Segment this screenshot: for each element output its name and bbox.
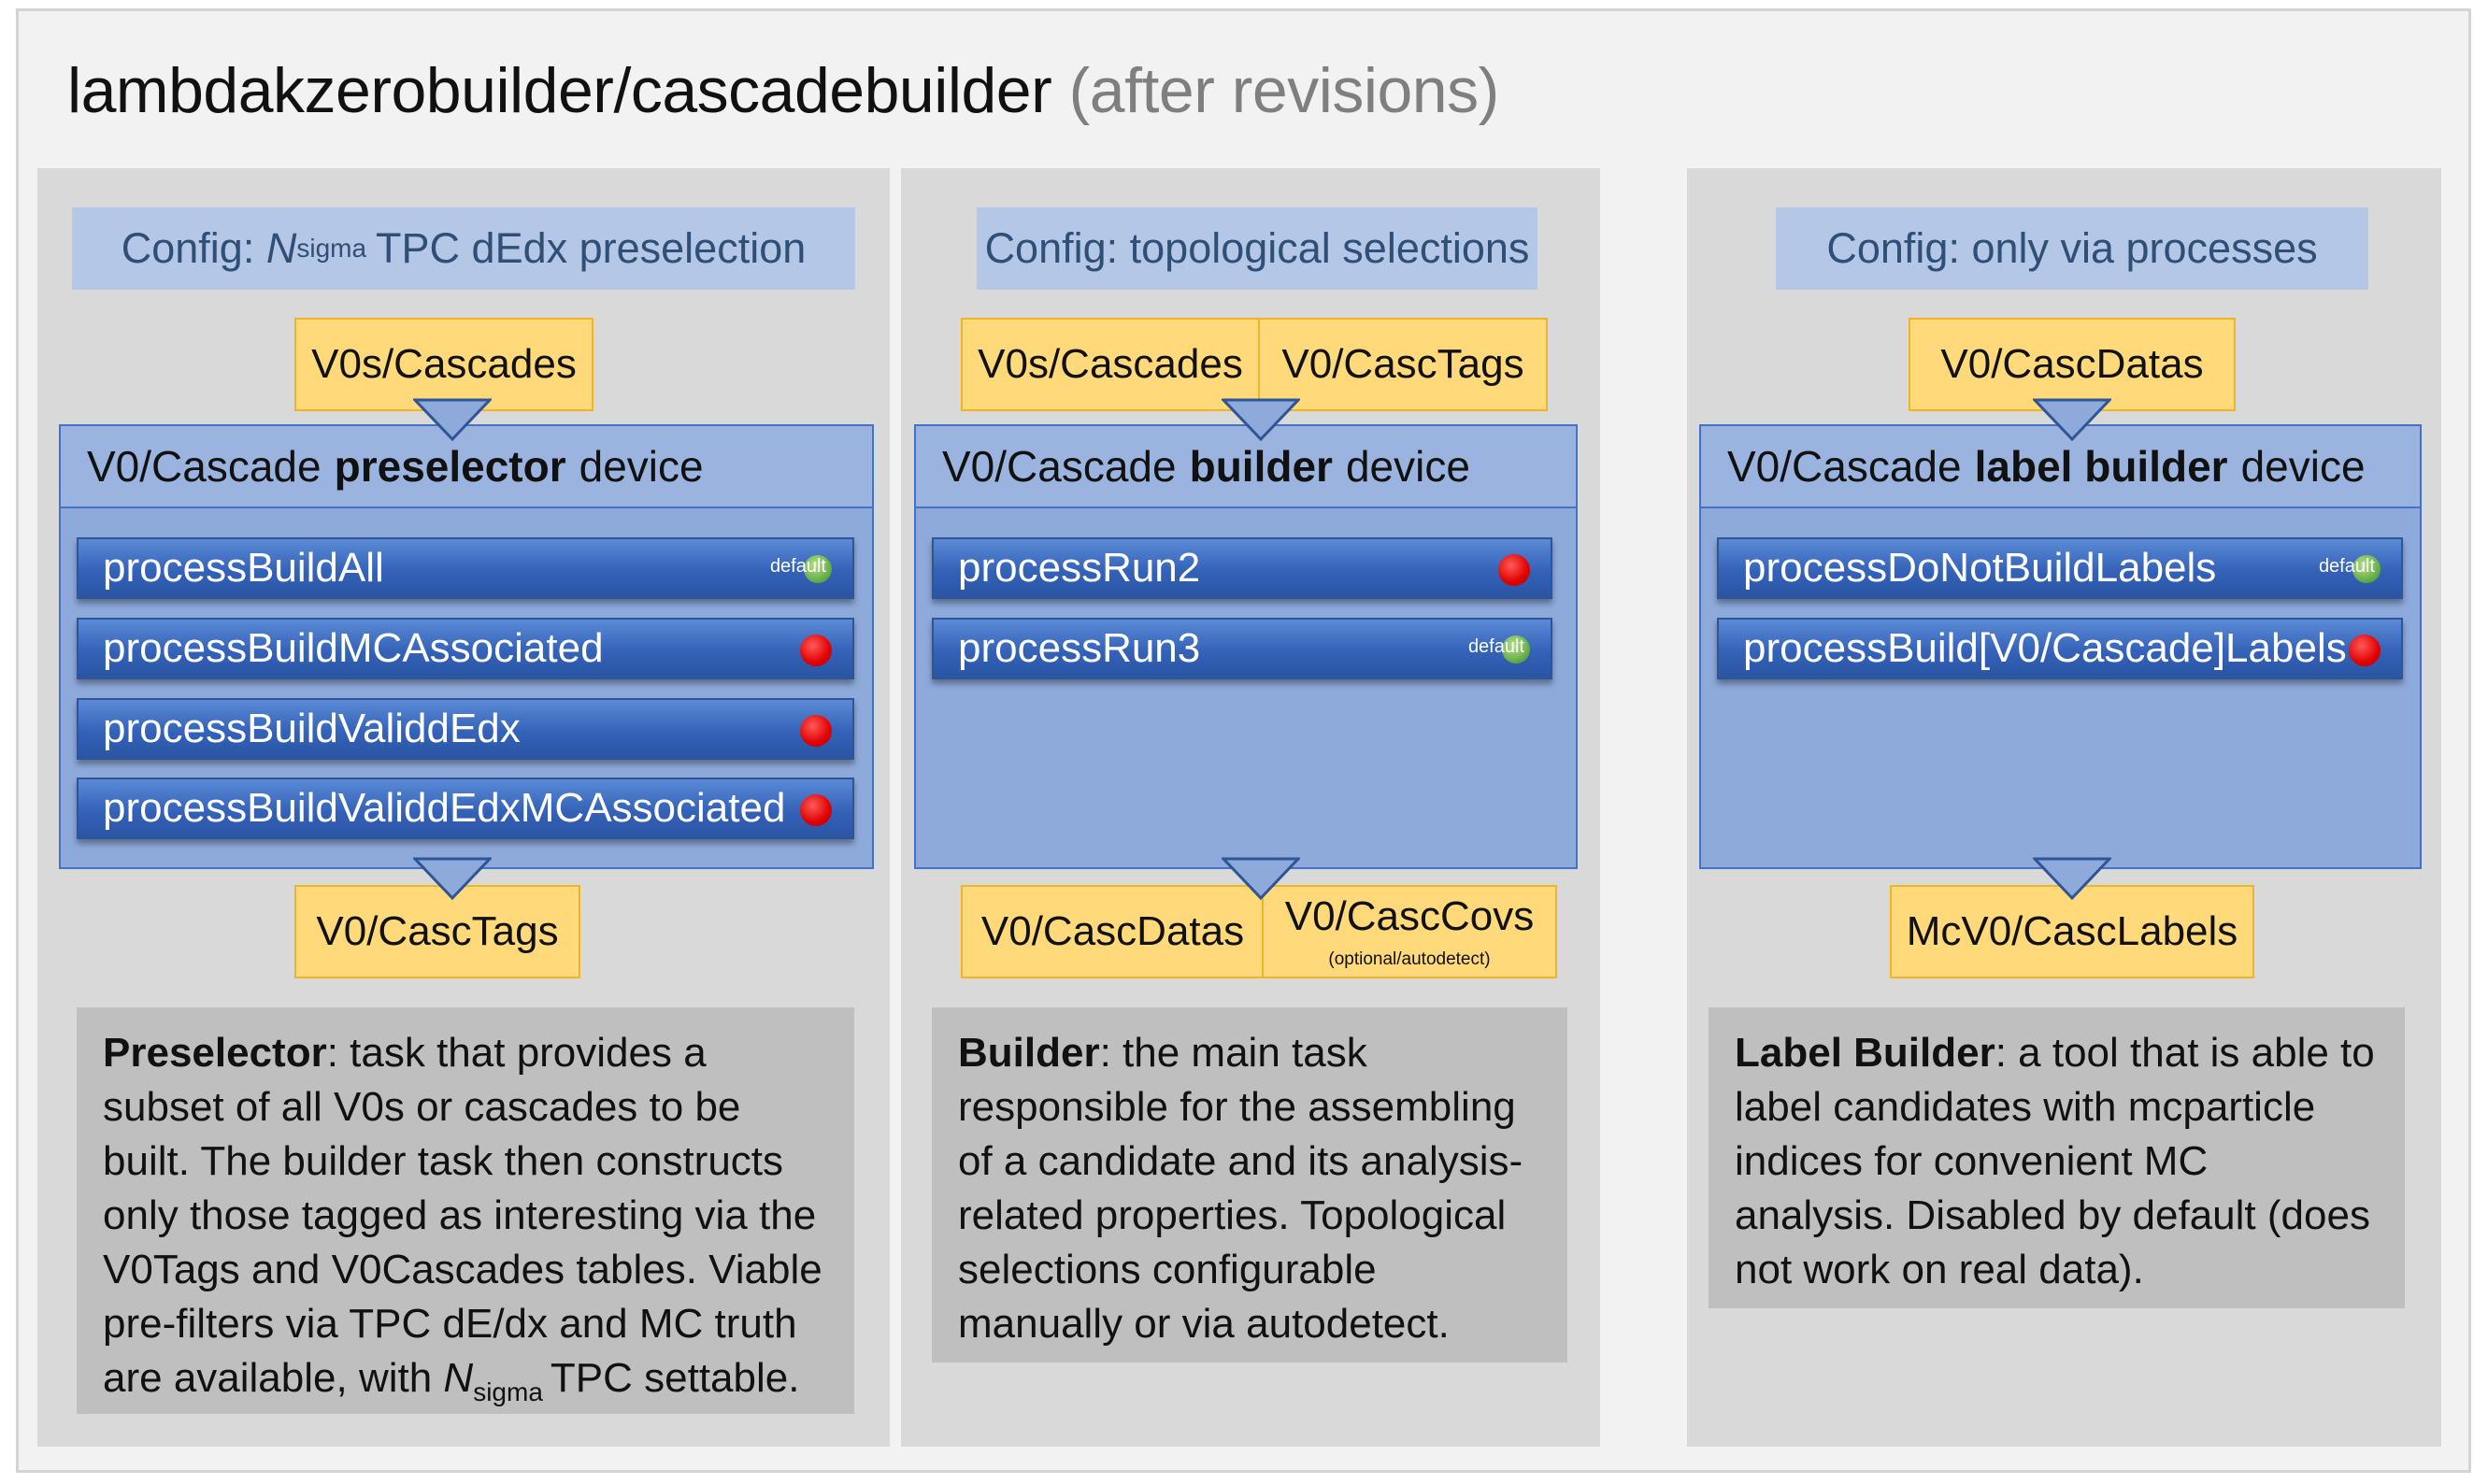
process-build-labels[interactable]: processBuild[V0/Cascade]Labels	[1717, 618, 2403, 679]
process-build-mc-associated[interactable]: processBuildMCAssociated	[77, 618, 854, 679]
process-label: processRun3	[958, 625, 1201, 671]
default-label: default	[1467, 636, 1524, 657]
process-run3[interactable]: processRun3 default	[932, 618, 1552, 679]
desc-sub: sigma	[473, 1377, 543, 1406]
config-prefix: Config:	[121, 224, 255, 272]
output-tag-v0-casc-tags: V0/CascTags	[294, 885, 580, 978]
output-tag-label: V0/CascTags	[316, 908, 559, 954]
description-builder: Builder: the main task responsible for t…	[932, 1007, 1567, 1363]
process-label: processBuildValiddEdx	[103, 706, 521, 751]
device-name: preselector	[334, 442, 566, 491]
page-title: lambdakzerobuilder/cascadebuilder (after…	[67, 54, 1499, 127]
input-tag-v0s-cascades: V0s/Cascades	[294, 318, 593, 411]
output-tag-note: (optional/autodetect)	[1328, 949, 1491, 969]
off-status-icon	[800, 794, 832, 826]
process-label: processBuildValiddEdxMCAssociated	[103, 785, 786, 831]
input-tag-v0-casc-tags: V0/CascTags	[1258, 318, 1548, 411]
process-build-valid-dedx-mc-associated[interactable]: processBuildValiddEdxMCAssociated	[77, 778, 854, 839]
process-do-not-build-labels[interactable]: processDoNotBuildLabels default	[1717, 537, 2403, 599]
desc-body: : a tool that is able to label candidate…	[1735, 1030, 2375, 1292]
desc-heading: Builder	[958, 1030, 1100, 1076]
off-status-icon	[800, 635, 832, 666]
device-name: builder	[1189, 442, 1333, 491]
output-tag-v0-casc-datas: V0/CascDatas	[961, 885, 1265, 978]
process-label: processBuildMCAssociated	[103, 625, 604, 671]
process-label: processDoNotBuildLabels	[1743, 545, 2217, 591]
output-tag-label: V0/CascDatas	[980, 908, 1245, 954]
config-suffix: TPC dEdx preselection	[376, 224, 807, 272]
desc-heading: Label Builder	[1735, 1030, 1995, 1076]
default-label: default	[2318, 556, 2375, 577]
device-prefix: V0/Cascade	[942, 442, 1177, 491]
device-suffix: device	[579, 442, 704, 491]
output-tag-label: V0/CascCovs	[1284, 892, 1535, 939]
desc-var: N	[443, 1355, 474, 1401]
down-arrow-icon	[413, 857, 492, 900]
output-tag-mcv0-casc-labels: McV0/CascLabels	[1890, 885, 2254, 978]
config-var: N	[265, 224, 297, 272]
config-label: Config: only via processes	[1826, 224, 2318, 272]
process-label: processBuildAll	[103, 545, 384, 591]
process-build-valid-dedx[interactable]: processBuildValiddEdx	[77, 698, 854, 760]
off-status-icon	[1498, 554, 1530, 586]
desc-body: : the main task responsible for the asse…	[958, 1030, 1523, 1347]
config-sub: sigma	[296, 234, 367, 263]
config-label-builder: Config: only via processes	[1776, 207, 2368, 290]
input-tag-label: V0s/Cascades	[311, 341, 577, 387]
down-arrow-icon	[1222, 398, 1300, 441]
device-suffix: device	[1345, 442, 1470, 491]
down-arrow-icon	[2033, 857, 2111, 900]
default-label: default	[769, 556, 826, 577]
input-tag-label: V0s/Cascades	[978, 341, 1243, 387]
device-prefix: V0/Cascade	[1727, 442, 1962, 491]
default-status-icon	[804, 555, 832, 583]
config-label: Config: topological selections	[984, 224, 1530, 272]
input-tag-v0-casc-datas: V0/CascDatas	[1909, 318, 2236, 411]
default-status-icon	[1502, 635, 1530, 664]
down-arrow-icon	[413, 398, 492, 441]
desc-heading: Preselector	[103, 1030, 327, 1076]
desc-tail: TPC settable.	[550, 1355, 800, 1401]
process-run2[interactable]: processRun2	[932, 537, 1552, 599]
device-suffix: device	[2240, 442, 2366, 491]
description-preselector: Preselector: task that provides a subset…	[77, 1007, 854, 1414]
off-status-icon	[800, 715, 832, 747]
input-tag-label: V0/CascDatas	[1940, 341, 2204, 387]
process-label: processRun2	[958, 545, 1201, 591]
input-tag-v0s-cascades: V0s/Cascades	[961, 318, 1260, 411]
process-build-all[interactable]: processBuildAll default	[77, 537, 854, 599]
input-tag-label: V0/CascTags	[1281, 341, 1524, 387]
title-subtitle: (after revisions)	[1068, 55, 1500, 126]
title-main: lambdakzerobuilder/cascadebuilder	[67, 55, 1052, 126]
device-prefix: V0/Cascade	[87, 442, 322, 491]
desc-body: : task that provides a subset of all V0s…	[103, 1030, 822, 1401]
description-label-builder: Label Builder: a tool that is able to la…	[1709, 1007, 2405, 1308]
output-tag-label: McV0/CascLabels	[1906, 908, 2238, 954]
config-builder: Config: topological selections	[977, 207, 1537, 290]
default-status-icon	[2352, 555, 2381, 583]
process-label: processBuild[V0/Cascade]Labels	[1743, 625, 2347, 671]
device-name: label builder	[1974, 442, 2228, 491]
output-tag-v0-casc-covs: V0/CascCovs (optional/autodetect)	[1262, 885, 1557, 978]
off-status-icon	[2349, 635, 2381, 666]
down-arrow-icon	[2033, 398, 2111, 441]
down-arrow-icon	[1222, 857, 1300, 900]
